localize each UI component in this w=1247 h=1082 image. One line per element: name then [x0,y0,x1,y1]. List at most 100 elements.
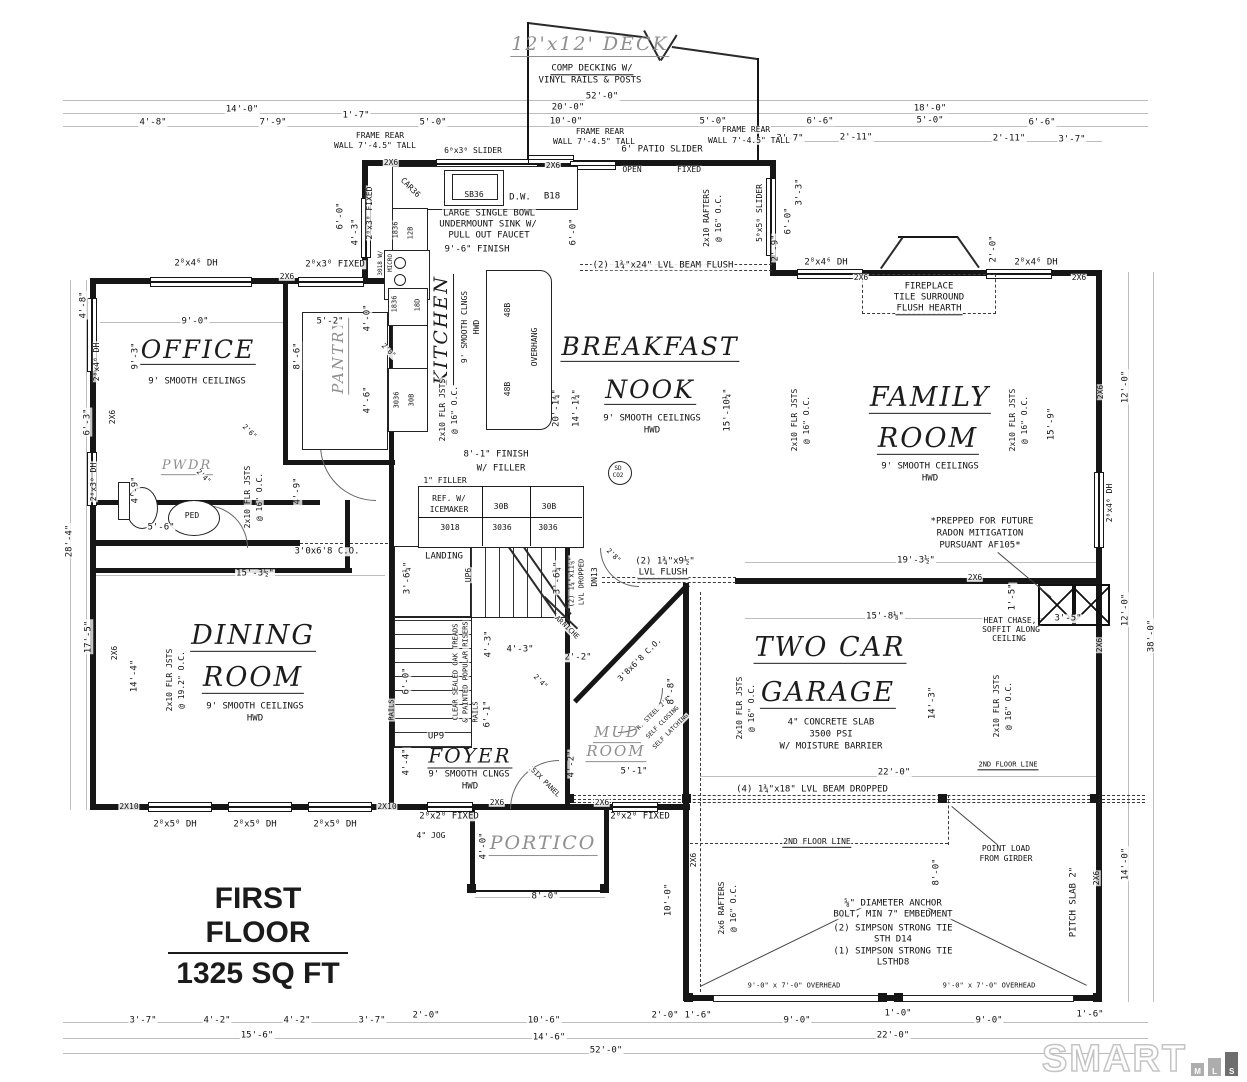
plan-label: LSTHD8 [875,957,911,968]
plan-label: HWD [920,473,940,484]
plan-label: 4'-6" [362,385,373,415]
plan-label: 3'-6¼" [402,560,413,596]
plan-label: 2X6 [593,797,611,808]
plan-label: 30B [407,392,416,408]
fireplace-line [898,236,958,238]
plan-label: 22'-0" [876,767,912,778]
plan-label: 7'-9" [258,117,288,128]
plan-label: 6'-0" [335,201,346,231]
plan-label: & PAINTED POPULAR RISERS [461,620,470,724]
plan-label: 2⁸x4⁶ DH [803,257,849,268]
plan-label: 3'-3" [794,177,805,207]
plan-label: 2'-0" [411,1010,441,1021]
plan-label: 2x10 FLR JSTS [991,673,1002,739]
plan-label: 2x10 FLR JSTS [437,377,448,443]
post [894,993,903,1002]
plan-label: 14'-4" [129,658,140,694]
plan-label: 2⁸x5⁰ DH [312,819,358,830]
range-burner [394,257,406,269]
plan-label: 5'-0" [418,117,448,128]
deck-edge [671,46,760,61]
pedestal-sink [168,500,220,536]
plan-label: 2ND FLOOR LINE [977,761,1039,771]
plan-label: 2X6 [1091,869,1102,887]
plan-label: 9' SMOOTH CLNGS [427,769,511,780]
plan-label: 9' SMOOTH CEILINGS [147,376,247,387]
plan-label: 14'-3" [927,685,938,721]
plan-label: WALL 7'-4.5" TALL [333,140,417,151]
dimension-line [1128,272,1129,1002]
plan-label: 15'-6" [239,1030,275,1041]
plan-label: PULL OUT FAUCET [447,230,531,241]
plan-label: 20'-0" [550,102,586,113]
plan-label: CO2 [611,471,625,480]
title-block: FIRST FLOOR 1325 SQ FT [168,882,348,991]
plan-label: ICEMAKER [428,504,470,515]
room-label-office: OFFICE [139,334,257,366]
plan-label: UP6 [463,566,474,584]
plan-label: 3018 [439,522,461,533]
plan-label: @ 16" O.C. [728,882,739,934]
mls-letter-box: L [1208,1058,1222,1076]
plan-label: 2⁸x4⁶ DH [1013,257,1059,268]
plan-label: 4'-8" [78,290,89,320]
plan-label: 9' SMOOTH CEILINGS [205,701,305,712]
plan-label: ROOM [876,422,980,456]
plan-label: 2⁰x2⁰ FIXED [418,811,480,822]
garage-door [902,995,1074,1002]
garage-door [713,995,885,1002]
plan-label: @ 16" O.C. [713,192,724,244]
plan-label: 3036 [537,522,559,533]
plan-label: 3018 W/ [376,249,385,277]
plan-label: 2X6 [966,572,984,583]
range-burner [394,274,406,286]
plan-label: 2'-9" [770,233,781,263]
plan-label: 3'-6¼" [552,560,563,596]
plan-label: 3'-7" [128,1015,158,1026]
plan-label: 2⁰x3⁰ FIXED [364,185,375,241]
plan-label: 15'-10¼" [722,387,733,433]
plan-label: 2⁸x5⁰ DH [232,819,278,830]
room-label-garage: TWO CAR [753,631,907,665]
plan-label: LANDING [424,551,464,562]
plan-label: VINYL RAILS & POSTS [537,75,643,86]
cabinet-divider [482,486,483,546]
plan-label: 9'-3" [130,341,141,371]
plan-label: 2X6 [852,272,870,283]
dimension-line [63,126,1148,127]
window [150,277,252,287]
plan-label: 8'-0" [931,857,942,887]
plan-label: 3036 [392,390,401,410]
plan-label: 6'-6" [805,116,835,127]
wall-segment [604,808,609,892]
window [148,802,212,812]
plan-label: COMP DECKING W/ [550,63,634,76]
plan-label: 12'-0" [1120,592,1131,628]
roof-overhang-dashed [700,592,701,992]
wall-segment [470,808,475,892]
toilet-tank [118,482,130,520]
deck-label: 12'x12' DECK [510,33,670,57]
patio-slider-fixed [570,161,616,170]
wall-segment [565,540,570,808]
plan-label: 30B [540,501,558,512]
plan-label: 3'0x6'8 C.O. [293,546,361,557]
portico-front-line [470,890,609,892]
plan-label: UP9 [426,731,446,742]
plan-label: 3'8x6'8 C.O. [615,635,665,685]
plan-label: 17'-5" [83,619,94,655]
plan-label: 38'-0" [1146,618,1157,654]
plan-label: (4) 1¾"x18" LVL BEAM DROPPED [735,784,889,795]
plan-label: @ 16" O.C. [746,682,757,734]
post [684,993,693,1002]
plan-label: 18'-0" [912,103,948,114]
plan-label: FRAME REAR [574,126,626,137]
plan-label: 9'-0" [782,1015,812,1026]
dimension-line [63,1038,1148,1039]
plan-label: 1" FILLER [422,475,468,486]
plan-label: 48B [502,380,513,398]
post [878,993,887,1002]
plan-label: 4" JOG [415,830,447,841]
plan-label: (2) 1¾"x9½" [634,556,696,567]
